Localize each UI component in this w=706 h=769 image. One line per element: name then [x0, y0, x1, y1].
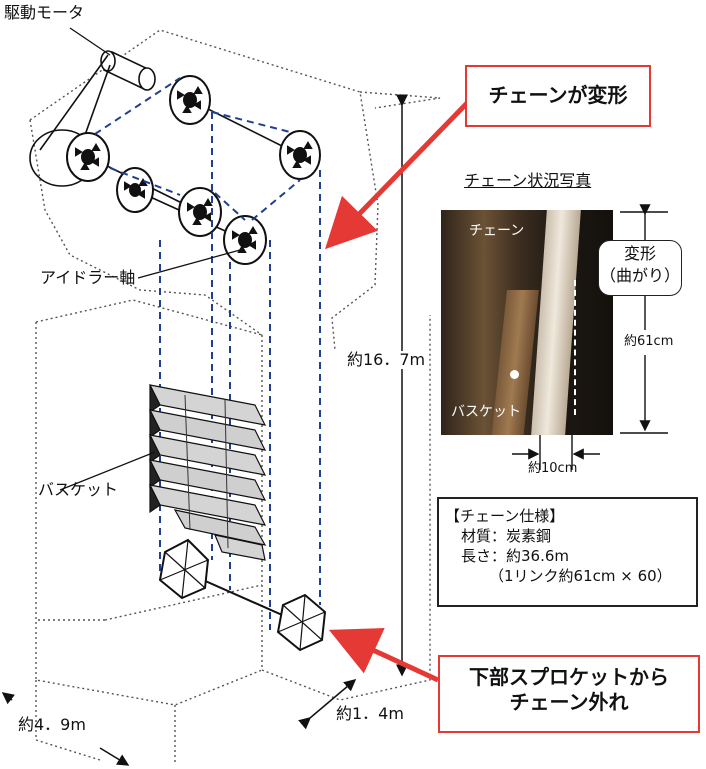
deformation-line1: 変形: [623, 244, 656, 263]
baskets: [148, 384, 267, 561]
lower-sprockets: [158, 538, 327, 652]
width-label: 約4．9m: [18, 715, 86, 734]
photo-length-label: 約61cm: [624, 334, 674, 349]
sprocket-off-callout: 下部スプロケットから チェーン外れ: [438, 655, 700, 733]
depth-label: 約1．4m: [336, 704, 404, 723]
photo-basket-label: バスケット: [451, 404, 521, 420]
photo-dimension-arrows: [512, 204, 668, 470]
red-pointer-arrows: [325, 98, 472, 683]
basket-marker: [510, 370, 519, 379]
width-dimension: [1, 692, 130, 766]
chain-photo: チェーン バスケット: [441, 210, 613, 435]
upper-sprockets: [66, 75, 321, 265]
photo-width-label: 約10cm: [528, 461, 578, 476]
chain-deformed-text: チェーンが変形: [488, 83, 628, 107]
chain-spec-box: 【チェーン仕様】 材質：炭素鋼 長さ：約36.6m （1リンク約61cm × 6…: [437, 497, 698, 607]
spec-length: 長さ：約36.6m: [461, 546, 570, 565]
deformation-line2: （曲がり）: [599, 265, 680, 285]
label-leaders: [59, 27, 241, 491]
chain-deformed-callout: チェーンが変形: [465, 65, 651, 127]
photo-title: チェーン状況写真: [464, 171, 592, 190]
basket-label: バスケット: [38, 480, 119, 499]
spec-title: 【チェーン仕様】: [445, 507, 565, 525]
height-label: 約16．7m: [345, 350, 428, 369]
depth-dimension: [298, 679, 357, 730]
deformation-line: [574, 280, 576, 415]
spec-detail: （1リンク約61cm × 60）: [489, 566, 672, 585]
drive-motor-label: 駆動モータ: [4, 3, 85, 22]
deformation-bubble: 変形 （曲がり）: [598, 240, 682, 296]
photo-chain-label: チェーン: [469, 223, 525, 239]
sprocket-off-line2: チェーン外れ: [509, 690, 629, 714]
spec-material: 材質：炭素鋼: [461, 526, 552, 545]
sprocket-off-line1: 下部スプロケットから: [469, 665, 669, 689]
idler-shaft-label: アイドラー軸: [40, 268, 136, 287]
